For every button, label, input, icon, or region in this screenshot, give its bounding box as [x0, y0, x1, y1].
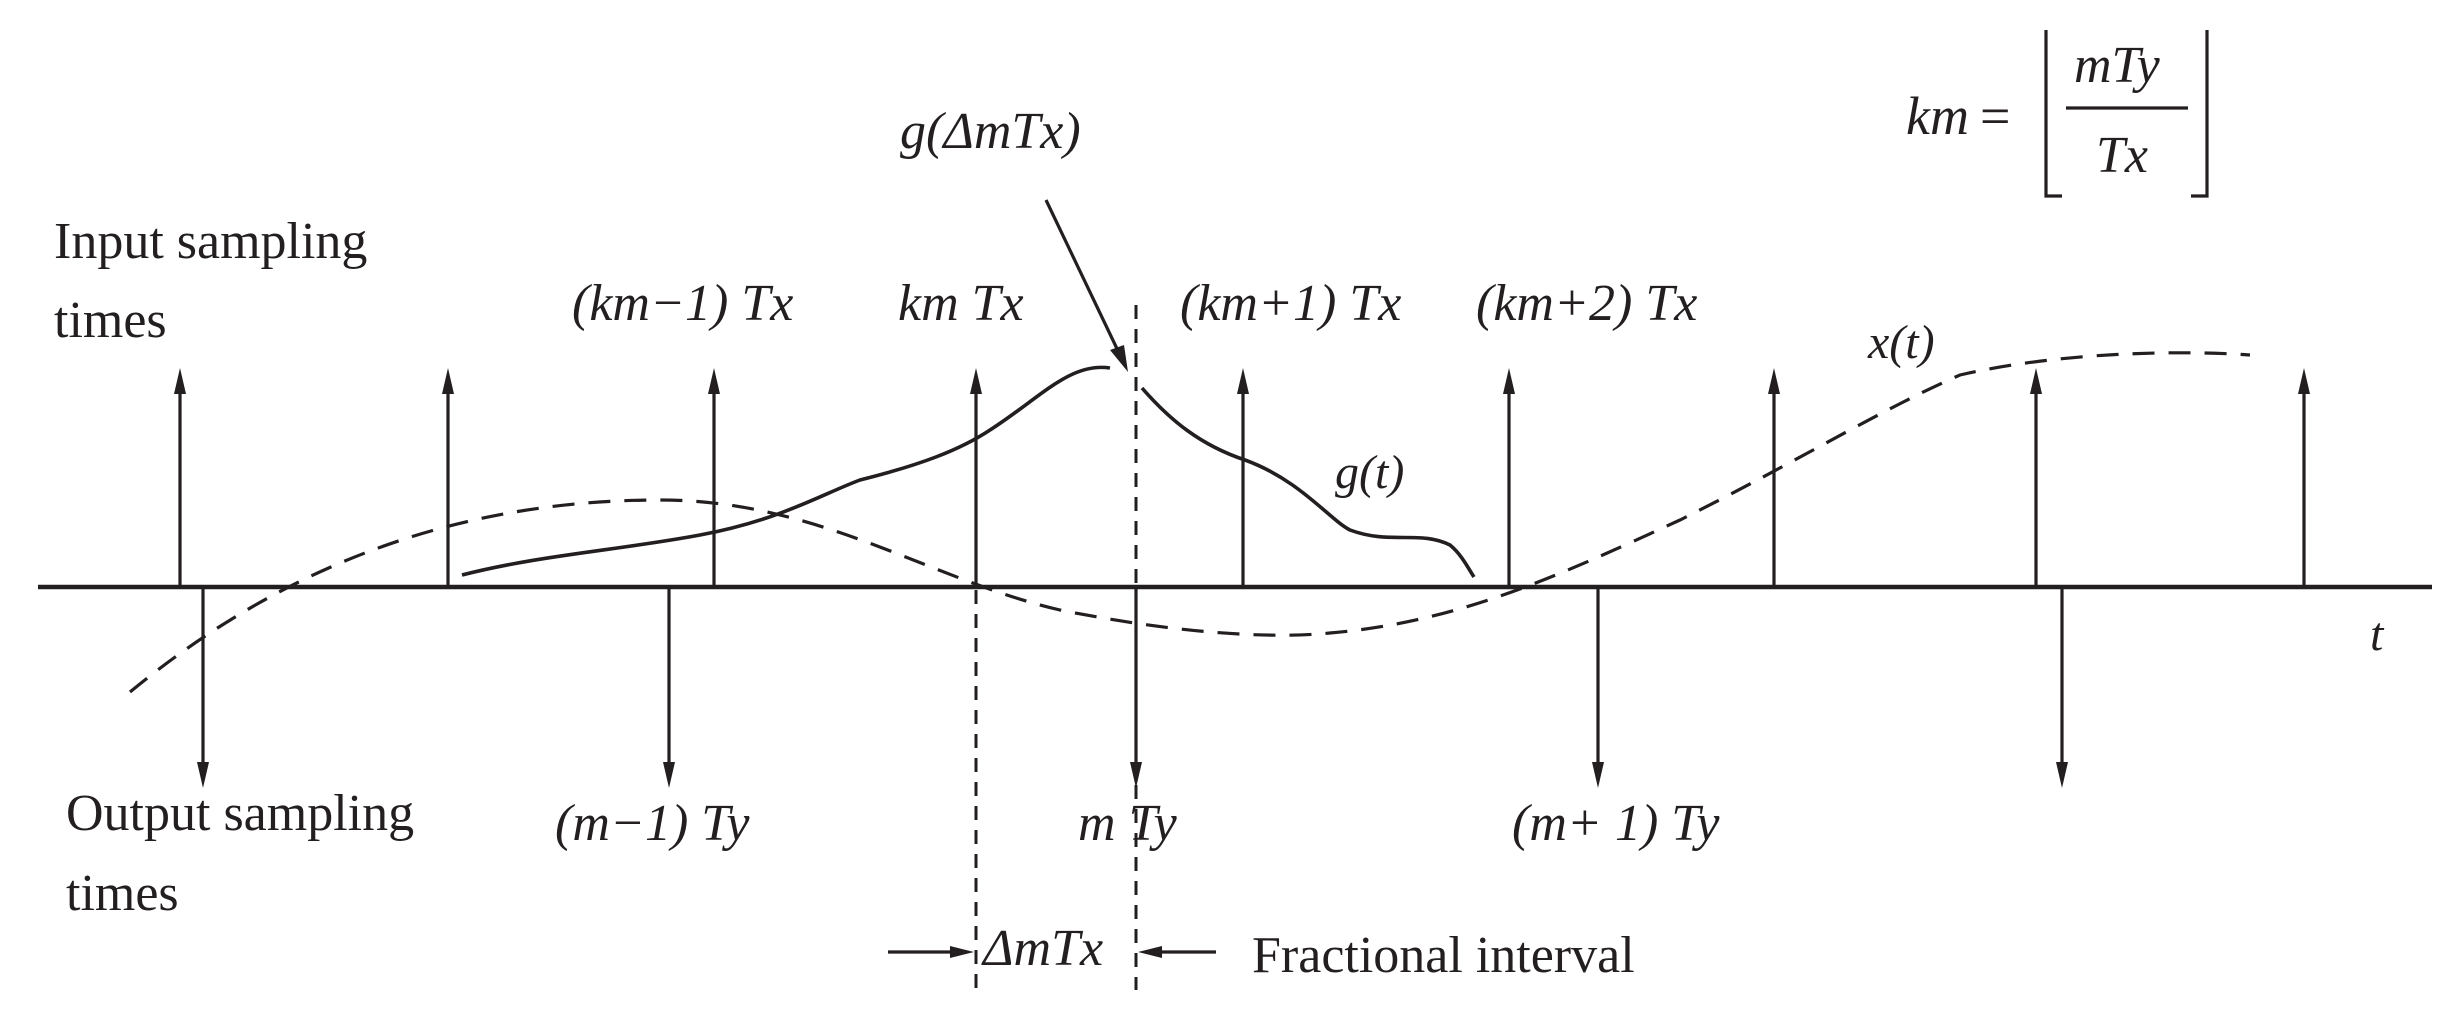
- label-m-ty: m Ty: [1078, 795, 1178, 852]
- output-sampling-label-times: times: [66, 865, 179, 922]
- output-sampling-label: Output sampling: [66, 785, 414, 842]
- t-axis-label: t: [2370, 608, 2385, 661]
- input-arrowhead: [1237, 368, 1249, 394]
- x-t-curve: [128, 351, 2251, 694]
- delta-right-arrowhead: [1138, 946, 1162, 958]
- label-km-tx: km Tx: [898, 275, 1024, 332]
- g-peak-pointer: [1044, 199, 1122, 356]
- label-km-plus-2-tx: (km+2) Tx: [1476, 275, 1697, 332]
- label-km-minus-1-tx: (km−1) Tx: [572, 275, 793, 332]
- input-arrowhead: [1768, 368, 1780, 394]
- input-arrowhead: [1503, 368, 1515, 394]
- floor-bracket-left: [2044, 30, 2062, 198]
- formula-equals: =: [1980, 86, 2010, 146]
- label-m-minus-1-ty: (m−1) Ty: [555, 795, 750, 852]
- output-sample-arrows: [197, 587, 2068, 788]
- output-arrowhead: [663, 762, 675, 788]
- g-t-label: g(t): [1335, 446, 1404, 499]
- input-arrowhead: [708, 368, 720, 394]
- output-arrowhead: [2056, 762, 2068, 788]
- input-arrowhead: [174, 368, 186, 394]
- fractional-interval-label: Fractional interval: [1252, 927, 1635, 984]
- input-sampling-label: Input sampling: [54, 213, 367, 270]
- formula-lhs: km: [1906, 86, 1969, 146]
- g-peak-pointer-head: [1110, 345, 1128, 372]
- formula-numerator: mTy: [2074, 37, 2161, 94]
- floor-bracket-right: [2191, 30, 2209, 198]
- g-peak-label: g(ΔmTx): [900, 103, 1081, 160]
- input-arrowhead: [2030, 368, 2042, 394]
- output-arrowhead: [1592, 762, 1604, 788]
- input-arrowhead: [970, 368, 982, 394]
- km-formula: km = mTy Tx: [1906, 30, 2209, 198]
- formula-denominator: Tx: [2096, 127, 2148, 184]
- label-km-plus-1-tx: (km+1) Tx: [1180, 275, 1401, 332]
- output-arrowhead: [197, 762, 209, 788]
- input-sampling-label-times: times: [54, 292, 167, 349]
- label-m-plus-1-ty: (m+ 1) Ty: [1512, 795, 1720, 852]
- input-arrowhead: [2298, 368, 2310, 394]
- input-sample-arrows: [174, 368, 2310, 587]
- input-arrowhead: [442, 368, 454, 394]
- delta-interval-label: ΔmTx: [981, 920, 1103, 977]
- x-t-label: x(t): [1867, 316, 1935, 369]
- delta-left-arrowhead: [950, 946, 974, 958]
- g-t-curve: [461, 365, 1476, 578]
